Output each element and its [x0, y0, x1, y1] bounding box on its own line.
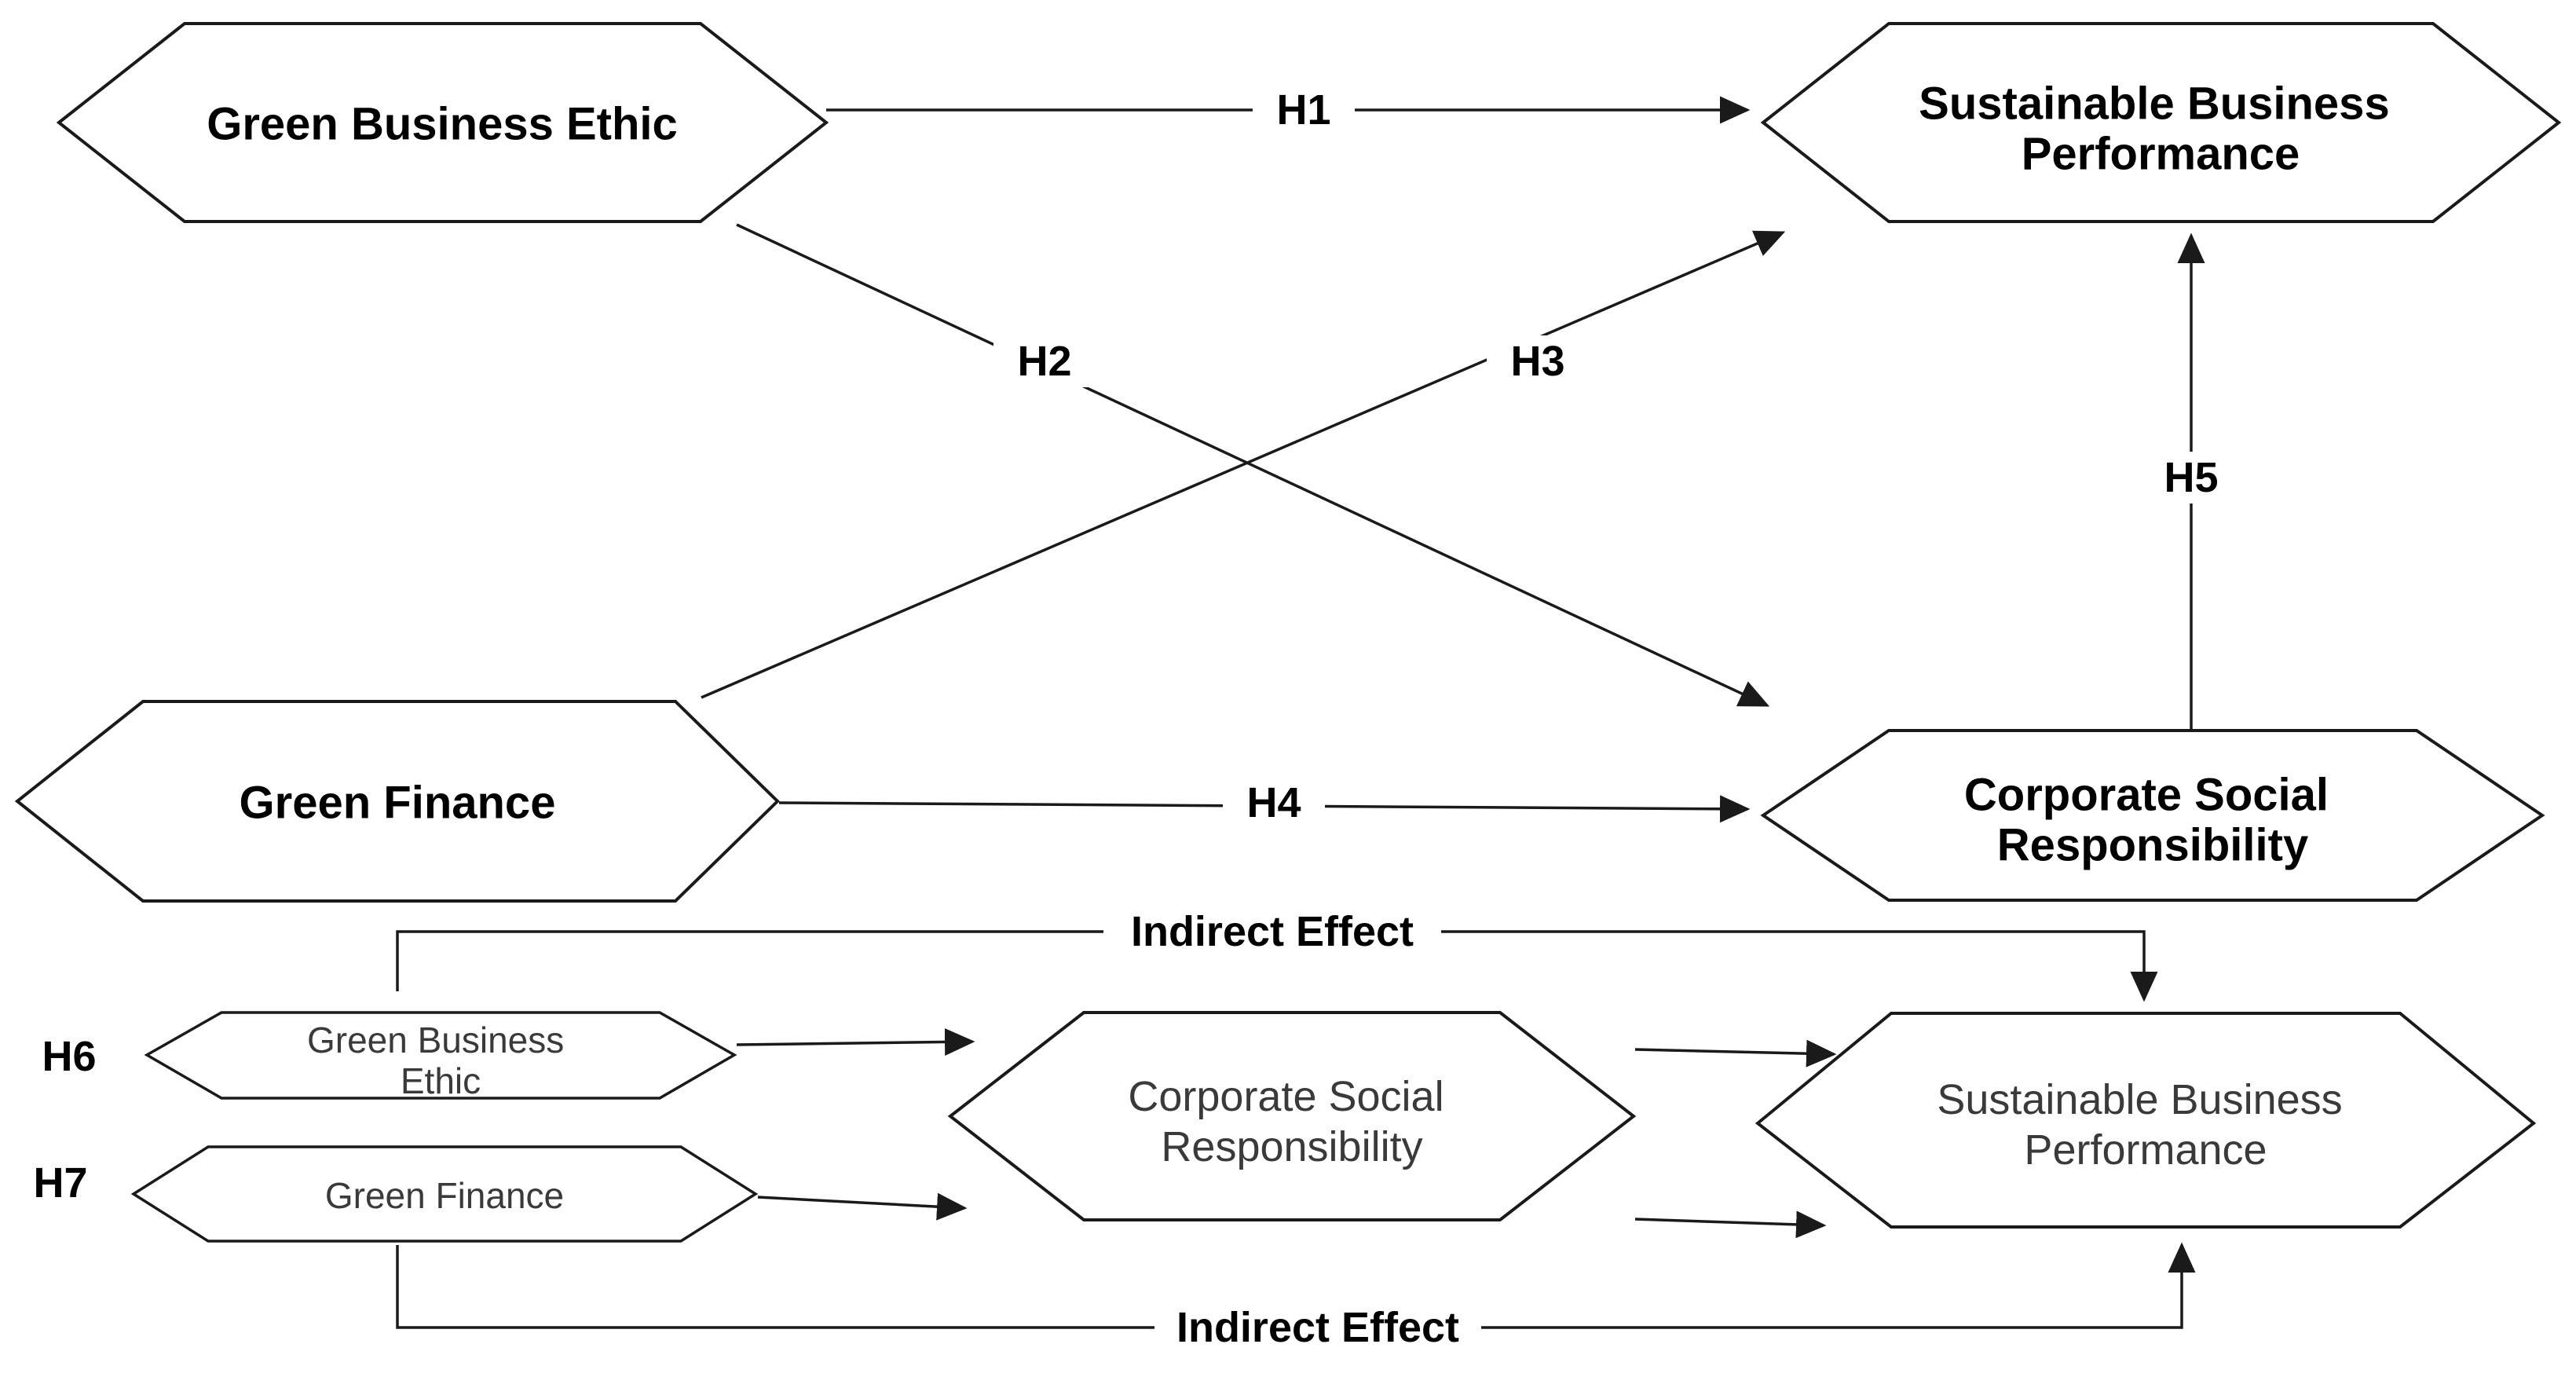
green-finance-label: Green Finance	[240, 778, 556, 829]
mediation-green-finance-label: Green Finance	[325, 1175, 564, 1216]
indirect-effect-bottom-label-background	[1154, 1302, 1481, 1353]
node-green-business-ethic	[56, 22, 829, 223]
node-sustainable-business-performance	[1760, 22, 2562, 223]
node-mediation-green-business-ethic	[144, 1011, 737, 1100]
h1-label: H1	[1276, 86, 1330, 134]
h3-label: H3	[1510, 338, 1564, 385]
h6-label: H6	[42, 1033, 96, 1080]
indirect-effect-bottom-label: Indirect Effect	[1176, 1304, 1459, 1351]
edge-gf-to-csr	[757, 1192, 968, 1221]
mediation-sustainable-business-performance-label: Sustainable Business Performance	[1937, 1062, 2354, 1174]
node-green-finance	[14, 700, 780, 903]
mediation-corporate-social-responsibility-label: Corporate Social Responsibility	[1128, 1059, 1455, 1170]
h4-label: H4	[1246, 779, 1301, 826]
h3-label-background	[1487, 335, 1589, 387]
edge-h3	[701, 230, 1786, 699]
h5-label-background	[2133, 452, 2249, 504]
green-business-ethic-label: Green Business Ethic	[207, 99, 678, 150]
node-mediation-green-finance	[130, 1145, 759, 1243]
h5-label: H5	[2164, 454, 2218, 501]
edge-csr-to-sbp-bottom	[1634, 1210, 1827, 1239]
h2-label-background	[993, 335, 1096, 387]
sustainable-business-performance-label: Sustainable Business Performance	[1919, 63, 2402, 180]
corporate-social-responsibility-label: Corporate Social Responsibility	[1964, 754, 2341, 871]
node-mediation-sustainable-business-performance	[1755, 1012, 2537, 1229]
indirect-effect-top-label-background	[1103, 906, 1441, 957]
h2-label: H2	[1017, 338, 1071, 385]
h7-label: H7	[33, 1159, 87, 1207]
h4-label-background	[1223, 777, 1325, 829]
node-mediation-corporate-social-responsibility	[947, 1011, 1637, 1221]
mediation-green-business-ethic-label: Green Business Ethic	[307, 1007, 574, 1101]
node-corporate-social-responsibility	[1760, 729, 2545, 902]
h1-label-background	[1253, 84, 1355, 136]
edge-csr-to-sbp-top	[1634, 1039, 1837, 1068]
indirect-effect-top-label: Indirect Effect	[1131, 908, 1414, 955]
edge-h2	[736, 223, 1770, 707]
edge-gbe-to-csr	[736, 1027, 975, 1056]
